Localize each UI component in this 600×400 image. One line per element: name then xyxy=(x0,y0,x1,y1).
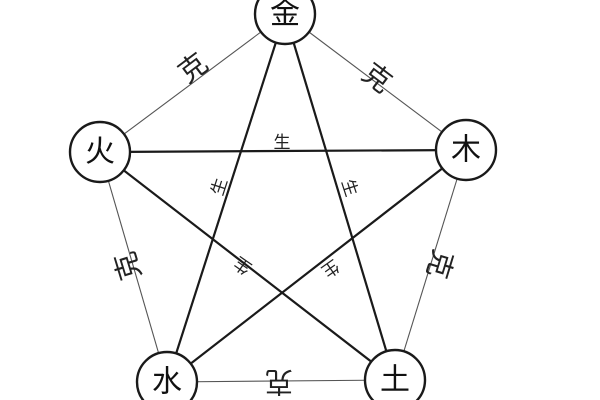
ke-label-huo-jin: 克 xyxy=(172,46,214,89)
node-shui: 水 xyxy=(135,350,199,400)
node-tu: 土 xyxy=(363,348,427,400)
node-mu-label: 木 xyxy=(451,133,481,168)
node-jin-label: 金 xyxy=(270,0,300,32)
pentagon-edge-jin-mu xyxy=(284,13,467,151)
star-edge-jin-tu xyxy=(283,13,397,381)
node-jin: 金 xyxy=(253,0,317,46)
ke-label-jin-mu: 克 xyxy=(356,56,398,99)
node-huo: 火 xyxy=(68,120,132,184)
node-huo-label: 火 xyxy=(85,135,115,170)
pentagon-edge-huo-jin xyxy=(99,13,286,153)
ke-label-shui-huo: 克 xyxy=(108,248,148,284)
node-tu-circle xyxy=(363,348,427,400)
node-shui-label: 水 xyxy=(152,365,182,400)
star-edge-mu-shui xyxy=(166,149,467,383)
node-mu-circle xyxy=(434,118,498,182)
node-mu: 木 xyxy=(434,118,498,182)
ke-label-mu-tu: 克 xyxy=(420,246,460,282)
sheng-label-right-upper: 生 xyxy=(337,177,361,199)
node-tu-label: 土 xyxy=(380,363,410,398)
pentagon-edge-mu-tu xyxy=(394,149,467,381)
sheng-label-left-upper: 生 xyxy=(208,176,232,198)
sheng-label-right-lower: 生 xyxy=(317,255,342,281)
node-huo-circle xyxy=(68,120,132,184)
node-shui-circle xyxy=(135,350,199,400)
ke-label-tu-shui: 克 xyxy=(265,366,293,399)
pentagon-edge-tu-shui xyxy=(166,379,396,383)
sheng-label-top: 生 xyxy=(274,133,291,153)
node-jin-circle xyxy=(253,0,317,46)
star-edge-huo-tu xyxy=(99,151,396,381)
pentagon-edge-shui-huo xyxy=(99,151,168,383)
star-edge-huo-mu xyxy=(99,148,467,154)
star-edge-jin-shui xyxy=(165,13,287,383)
